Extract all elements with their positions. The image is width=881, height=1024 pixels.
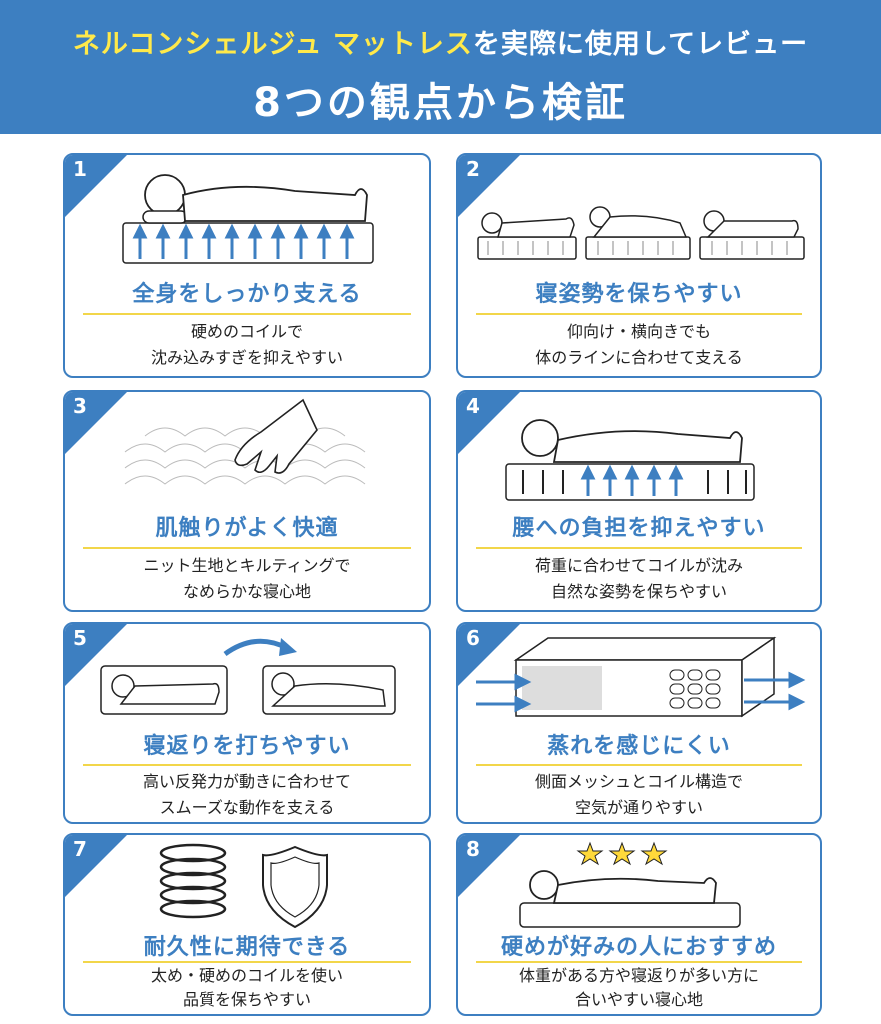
fabric-touch-illustration: [124, 398, 366, 485]
card-title: 耐久性に期待できる: [143, 935, 351, 960]
number-badge: [65, 155, 127, 217]
number-badge: [65, 392, 127, 454]
card-desc-line1: 体重がある方や寝返りが多い方に: [518, 966, 759, 985]
recommend-illustration: [519, 841, 741, 928]
title-highlight: ネルコンシェルジュ マットレス: [72, 29, 473, 60]
card-title: 寝姿勢を保ちやすい: [535, 282, 743, 307]
card-desc-line2: 自然な姿勢を保ちやすい: [550, 582, 727, 601]
number-badge: [458, 155, 520, 217]
number-badge: [458, 835, 520, 897]
card-3: 3 肌触りがよく快適 ニット生地とキルティングで なめらかな寝心地: [63, 390, 431, 612]
support-illustration: [122, 174, 374, 264]
star-icon: [640, 841, 668, 866]
card-number: 3: [73, 394, 87, 418]
card-desc-line2: なめらかな寝心地: [182, 582, 311, 601]
divider: [83, 547, 411, 549]
divider: [476, 961, 802, 963]
card-desc-line2: 体のラインに合わせて支える: [535, 348, 743, 367]
card-1: 1 全身をしっかり支える 硬めのコイルで 沈み込みすぎを抑えやすい: [63, 153, 431, 378]
turning-over-illustration: [100, 638, 396, 715]
number-badge: [458, 624, 520, 686]
card-desc-line2: 合いやすい寝心地: [574, 990, 703, 1009]
header-banner: ネルコンシェルジュ マットレスを実際に使用してレビュー 8つの観点から検証: [0, 0, 881, 134]
card-title: 肌触りがよく快適: [155, 516, 339, 541]
card-6: 6 蒸れを感じにくい 側面メッシュとコイル構造で 空気が通りやすい: [456, 622, 822, 824]
divider: [83, 764, 411, 766]
card-4: 4 腰への負担を抑えやすい 荷重に合わせてコイルが沈み 自然な姿勢を保ちやすい: [456, 390, 822, 612]
card-8: 8 硬めが好みの人におすすめ 体重がある方や寝返りが多い方に 合いやすい寝心地: [456, 833, 822, 1016]
card-desc-line1: 荷重に合わせてコイルが沈み: [534, 556, 743, 575]
card-title: 全身をしっかり支える: [132, 282, 362, 307]
star-icon: [576, 841, 604, 866]
card-title: 蒸れを感じにくい: [547, 734, 731, 759]
coil-shield-illustration: [159, 843, 328, 929]
number-badge: [65, 835, 127, 897]
card-desc-line2: 沈み込みすぎを抑えやすい: [150, 348, 343, 367]
card-desc-line1: 仰向け・横向きでも: [566, 322, 711, 341]
card-title: 腰への負担を抑えやすい: [512, 516, 766, 541]
card-7: 7 耐久性に期待できる 太め・硬めのコイルを使い 品質を保ちやすい: [63, 833, 431, 1016]
card-5: 5 寝返りを打ちやすい 高い反発力が動きに合わせて スムーズな動作を支える: [63, 622, 431, 824]
divider: [476, 764, 802, 766]
card-title: 硬めが好みの人におすすめ: [500, 935, 777, 960]
card-desc-line1: ニット生地とキルティングで: [143, 556, 351, 575]
card-number: 7: [73, 837, 87, 861]
divider: [83, 313, 411, 315]
card-desc-line2: スムーズな動作を支える: [159, 798, 335, 817]
lower-back-illustration: [505, 419, 755, 501]
card-desc-line1: 太め・硬めのコイルを使い: [150, 966, 343, 985]
card-desc-line1: 高い反発力が動きに合わせて: [142, 772, 351, 791]
card-desc-line1: 側面メッシュとコイル構造で: [534, 772, 743, 791]
card-number: 5: [73, 626, 87, 650]
title-rest: を実際に使用してレビュー: [472, 29, 809, 60]
sleep-posture-illustration: [477, 206, 805, 260]
number-badge: [65, 624, 127, 686]
star-icon: [608, 841, 636, 866]
header-subtitle: 8つの観点から検証: [253, 80, 628, 126]
card-number: 1: [73, 157, 87, 181]
card-2: 2 寝姿勢を保ちやすい 仰向け・横向きでも 体のラインに合わせて支える: [456, 153, 822, 378]
card-number: 2: [466, 157, 480, 181]
card-desc-line1: 硬めのコイルで: [190, 322, 303, 341]
card-desc-line2: 空気が通りやすい: [574, 798, 703, 817]
card-desc-line2: 品質を保ちやすい: [182, 990, 311, 1009]
number-badge: [458, 392, 520, 454]
divider: [476, 313, 802, 315]
card-number: 8: [466, 837, 480, 861]
card-number: 4: [466, 394, 480, 418]
header-title: ネルコンシェルジュ マットレスを実際に使用してレビュー: [0, 22, 881, 61]
divider: [476, 547, 802, 549]
card-number: 6: [466, 626, 480, 650]
card-title: 寝返りを打ちやすい: [143, 734, 351, 759]
divider: [83, 961, 411, 963]
